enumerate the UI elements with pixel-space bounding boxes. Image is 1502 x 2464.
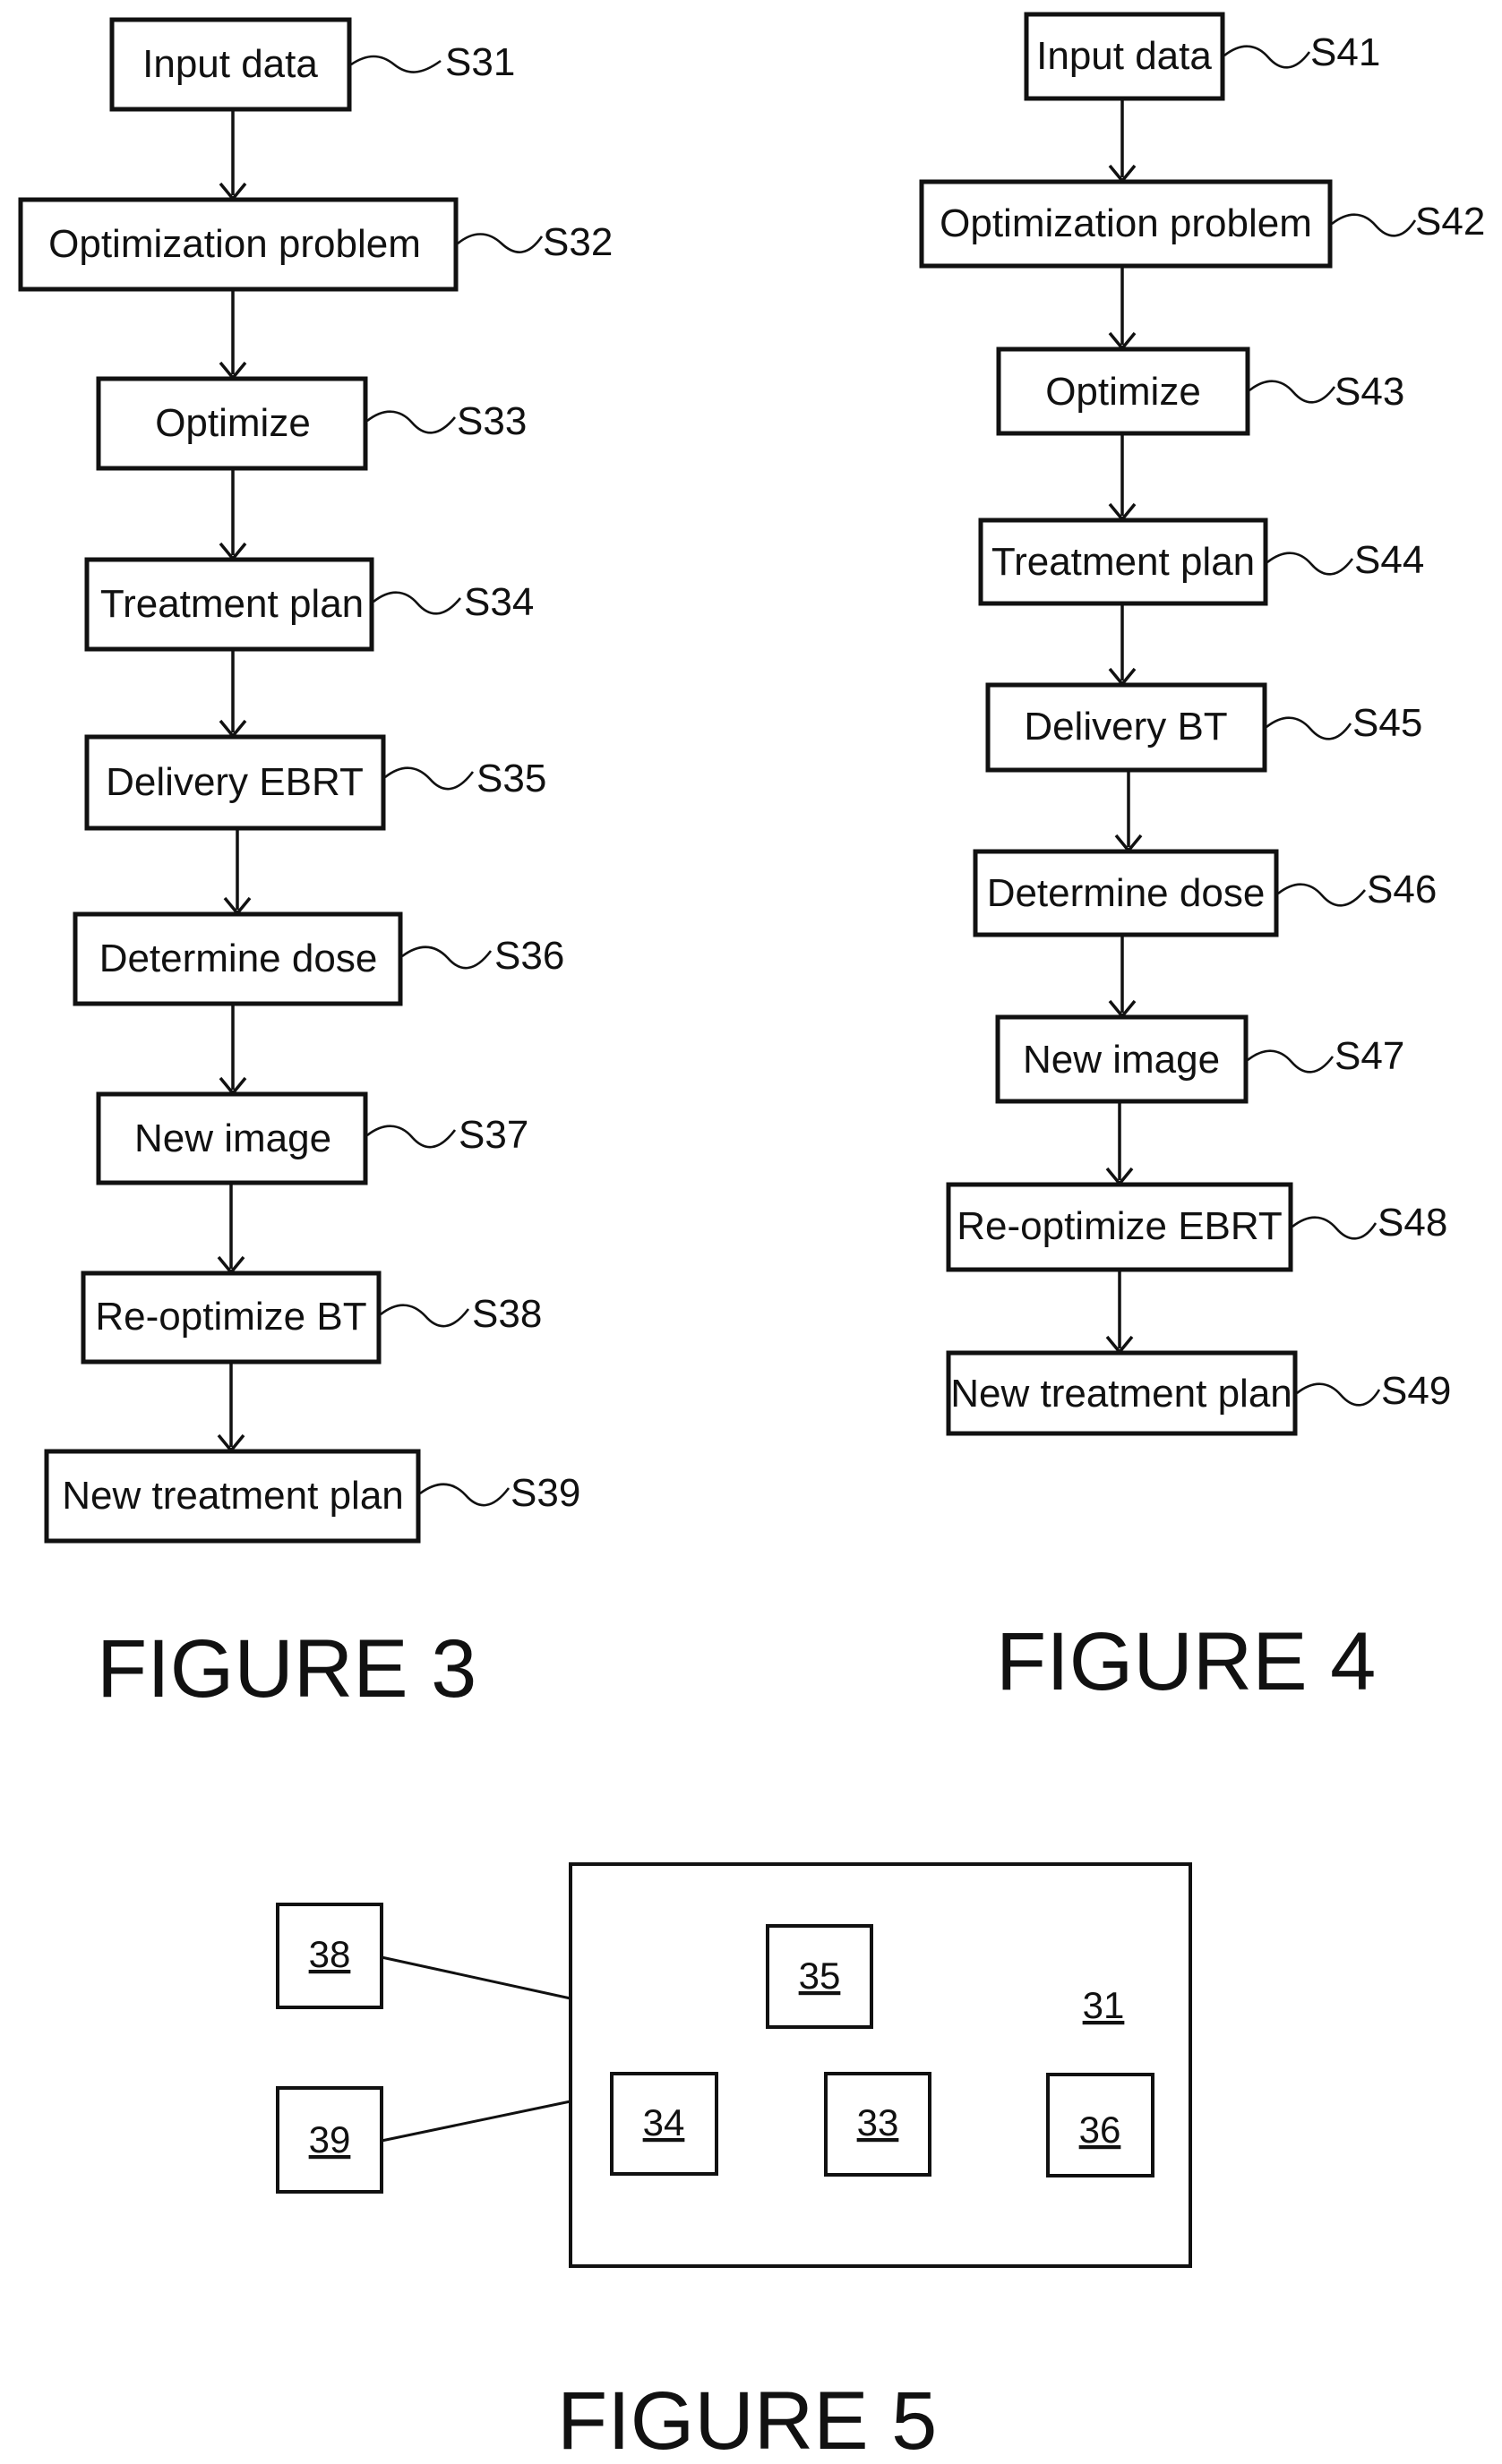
step-s36-leader — [402, 947, 491, 968]
step-s41: Input data S41 — [1026, 14, 1380, 98]
step-s47-label: New image — [1023, 1038, 1220, 1082]
step-s48-leader — [1292, 1218, 1376, 1239]
step-s49-label: New treatment plan — [950, 1372, 1292, 1416]
step-s39-leader — [420, 1484, 509, 1505]
step-s47-leader — [1248, 1051, 1333, 1073]
step-s41-ref: S41 — [1310, 30, 1380, 74]
step-s43-leader — [1249, 381, 1335, 403]
step-s46-label: Determine dose — [987, 871, 1266, 915]
figure-3-flowchart: Input data S31 Optimization problem S32 … — [21, 20, 613, 1715]
step-s37: New image S37 — [99, 1094, 528, 1183]
system-label-31: 31 — [1083, 1984, 1125, 2026]
step-s33-label: Optimize — [155, 401, 311, 445]
step-s43: Optimize S43 — [999, 349, 1404, 433]
step-s49-ref: S49 — [1381, 1369, 1451, 1413]
link-38-system — [382, 1957, 571, 1998]
step-s42-leader — [1332, 215, 1415, 236]
step-s37-label: New image — [134, 1116, 331, 1160]
step-s34-leader — [373, 593, 460, 614]
step-s43-ref: S43 — [1335, 370, 1404, 414]
system-box-31 — [571, 1864, 1190, 2266]
step-s33: Optimize S33 — [99, 379, 527, 468]
step-s31: Input data S31 — [112, 20, 515, 109]
step-s48-label: Re-optimize EBRT — [957, 1204, 1283, 1248]
figure-5-caption: FIGURE 5 — [557, 2375, 937, 2464]
step-s35-label: Delivery EBRT — [106, 760, 364, 804]
step-s33-leader — [367, 412, 455, 433]
step-s42-ref: S42 — [1415, 200, 1485, 244]
step-s32-leader — [458, 235, 542, 252]
step-s38: Re-optimize BT S38 — [83, 1273, 542, 1362]
step-s46: Determine dose S46 — [975, 851, 1437, 935]
step-s39-label: New treatment plan — [62, 1474, 404, 1518]
step-s45: Delivery BT S45 — [988, 685, 1422, 770]
step-s32-label: Optimization problem — [48, 222, 421, 266]
step-s43-label: Optimize — [1045, 370, 1201, 414]
step-s38-label: Re-optimize BT — [95, 1295, 366, 1339]
step-s46-leader — [1278, 885, 1365, 906]
step-s39: New treatment plan S39 — [47, 1451, 580, 1541]
step-s31-leader — [351, 56, 441, 73]
step-s34-label: Treatment plan — [100, 582, 364, 626]
step-s44-leader — [1267, 553, 1352, 575]
step-s39-ref: S39 — [511, 1471, 580, 1515]
figure-4-caption: FIGURE 4 — [996, 1616, 1376, 1707]
step-s35-leader — [385, 768, 473, 789]
figure-5-block-diagram: 31 38 39 35 34 33 36 FIGURE 5 — [278, 1864, 1190, 2464]
step-s42: Optimization problem S42 — [922, 182, 1485, 266]
step-s41-leader — [1224, 47, 1309, 68]
step-s44-ref: S44 — [1354, 538, 1424, 582]
block-34-label: 34 — [643, 2101, 685, 2143]
step-s47-ref: S47 — [1335, 1034, 1404, 1078]
step-s45-leader — [1266, 718, 1351, 740]
step-s42-label: Optimization problem — [940, 201, 1312, 245]
step-s36-label: Determine dose — [99, 937, 378, 980]
step-s32-ref: S32 — [543, 220, 613, 264]
block-38-label: 38 — [309, 1933, 351, 1975]
step-s37-leader — [367, 1126, 455, 1147]
step-s45-ref: S45 — [1352, 701, 1422, 745]
step-s48-ref: S48 — [1378, 1201, 1447, 1245]
step-s37-ref: S37 — [459, 1113, 528, 1157]
block-36-label: 36 — [1079, 2109, 1121, 2151]
block-39-label: 39 — [309, 2118, 351, 2160]
step-s38-leader — [381, 1305, 468, 1326]
step-s35-ref: S35 — [476, 757, 546, 800]
step-s31-ref: S31 — [445, 40, 515, 84]
step-s46-ref: S46 — [1367, 868, 1437, 911]
step-s47: New image S47 — [998, 1017, 1404, 1101]
step-s49-leader — [1297, 1384, 1379, 1406]
step-s34: Treatment plan S34 — [87, 560, 534, 649]
step-s49: New treatment plan S49 — [948, 1353, 1451, 1433]
step-s35: Delivery EBRT S35 — [87, 737, 546, 828]
step-s31-label: Input data — [142, 42, 318, 86]
step-s38-ref: S38 — [472, 1292, 542, 1336]
figure-3-caption: FIGURE 3 — [97, 1623, 476, 1715]
step-s33-ref: S33 — [457, 399, 527, 443]
block-35-label: 35 — [799, 1955, 841, 1997]
step-s44-label: Treatment plan — [991, 540, 1255, 584]
step-s36-ref: S36 — [494, 934, 564, 978]
step-s44: Treatment plan S44 — [981, 520, 1424, 603]
block-33-label: 33 — [857, 2101, 899, 2143]
step-s48: Re-optimize EBRT S48 — [948, 1185, 1447, 1270]
link-39-system — [382, 2101, 571, 2141]
figure-4-flowchart: Input data S41 Optimization problem S42 … — [922, 14, 1485, 1707]
step-s41-label: Input data — [1036, 34, 1212, 78]
step-s34-ref: S34 — [464, 580, 534, 624]
step-s36: Determine dose S36 — [75, 914, 564, 1004]
step-s32: Optimization problem S32 — [21, 200, 613, 289]
step-s45-label: Delivery BT — [1024, 705, 1227, 749]
